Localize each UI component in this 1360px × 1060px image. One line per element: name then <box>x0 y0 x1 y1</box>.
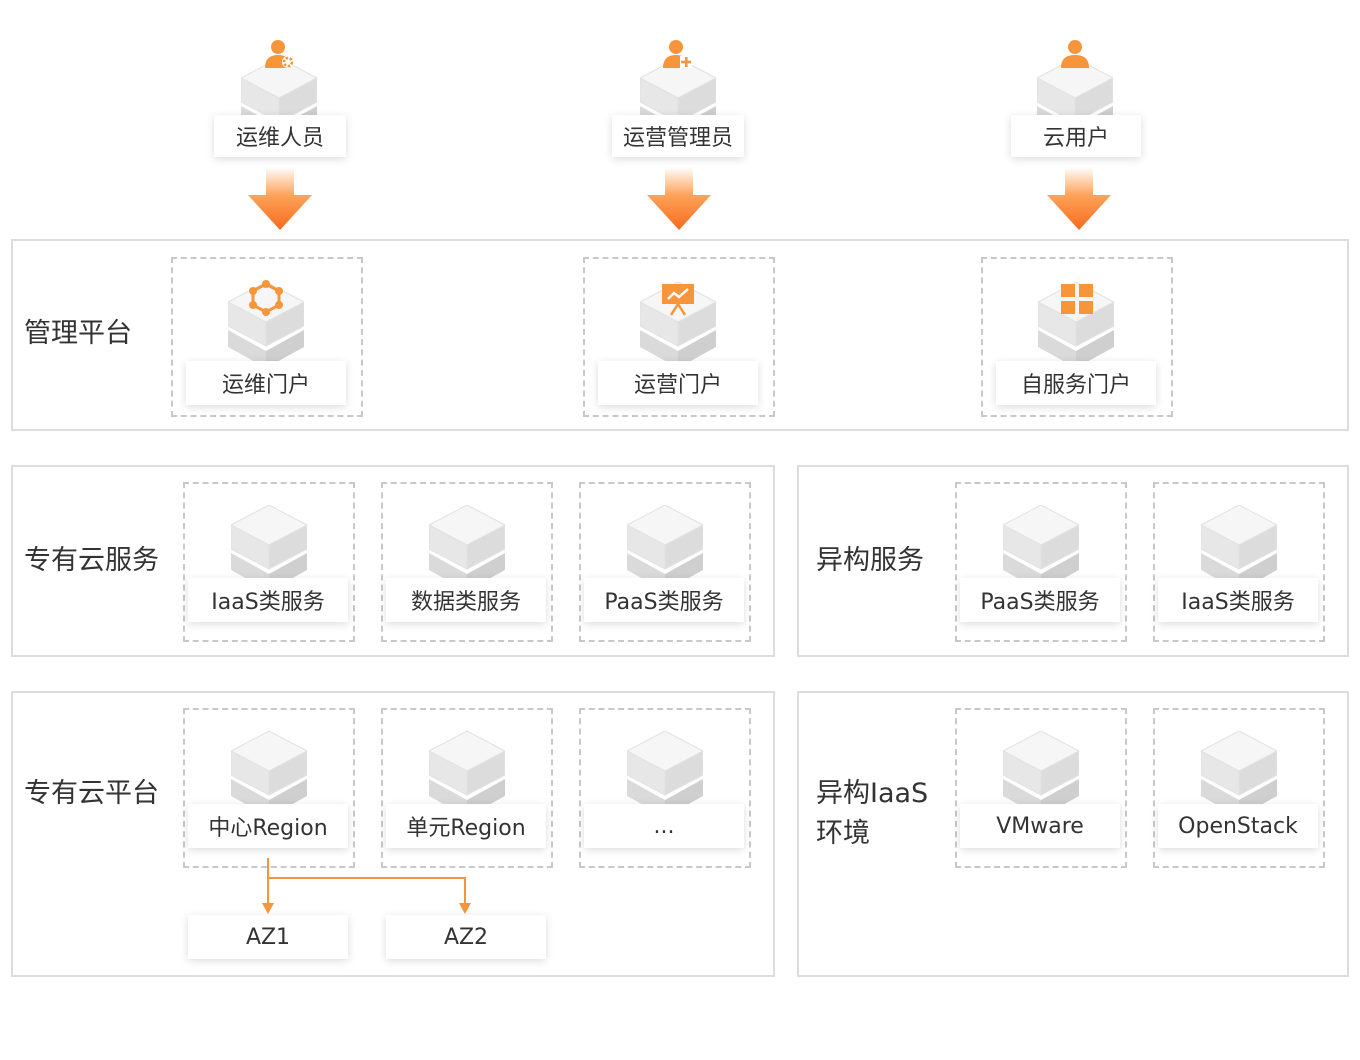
az-connector <box>262 858 471 914</box>
iaas-box <box>1153 708 1325 868</box>
service-label-paas: PaaS类服务 <box>960 578 1120 622</box>
portal-box-self-service <box>981 257 1173 417</box>
service-label-iaas: IaaS类服务 <box>1158 578 1318 622</box>
down-arrow-icon <box>248 167 312 230</box>
presentation-chart-icon <box>662 284 694 316</box>
portal-box-operations <box>583 257 775 417</box>
down-arrow-icon <box>1047 167 1111 230</box>
role-label-operations-admin: 运营管理员 <box>612 115 744 157</box>
service-label-data: 数据类服务 <box>386 578 546 622</box>
role-label-cloud-user: 云用户 <box>1011 115 1141 157</box>
service-box <box>381 482 553 642</box>
portal-label-ops: 运维门户 <box>186 361 346 405</box>
region-label-more: ... <box>584 804 744 848</box>
region-box <box>579 708 751 868</box>
service-box <box>955 482 1127 642</box>
management-platform-title: 管理平台 <box>24 318 132 349</box>
portal-label-operations: 运营门户 <box>598 361 758 405</box>
heterogeneous-iaas-title-line2: 环境 <box>816 818 870 849</box>
service-box <box>579 482 751 642</box>
service-box <box>1153 482 1325 642</box>
az-label-2: AZ2 <box>386 915 546 959</box>
az-label-1: AZ1 <box>188 915 348 959</box>
grid-apps-icon <box>1061 284 1093 314</box>
private-cloud-platform-title: 专有云平台 <box>24 778 159 809</box>
iaas-label-openstack: OpenStack <box>1158 804 1318 848</box>
private-cloud-services-panel <box>11 465 775 657</box>
region-box <box>381 708 553 868</box>
service-label-iaas: IaaS类服务 <box>188 578 348 622</box>
private-cloud-services-title: 专有云服务 <box>24 545 159 576</box>
role-label-ops: 运维人员 <box>214 115 346 157</box>
iaas-label-vmware: VMware <box>960 804 1120 848</box>
heterogeneous-services-title: 异构服务 <box>816 545 924 576</box>
region-label-unit: 单元Region <box>386 804 546 848</box>
portal-label-self-service: 自服务门户 <box>996 361 1156 405</box>
heterogeneous-iaas-title-line1: 异构IaaS <box>816 778 929 809</box>
service-label-paas: PaaS类服务 <box>584 578 744 622</box>
user-gear-icon <box>265 40 294 68</box>
network-nodes-icon <box>249 280 283 316</box>
user-plus-icon <box>663 40 692 68</box>
portal-box-ops <box>171 257 363 417</box>
region-label-center: 中心Region <box>188 804 348 848</box>
user-icon <box>1061 40 1089 68</box>
down-arrow-icon <box>647 167 711 230</box>
service-box <box>183 482 355 642</box>
iaas-box <box>955 708 1127 868</box>
